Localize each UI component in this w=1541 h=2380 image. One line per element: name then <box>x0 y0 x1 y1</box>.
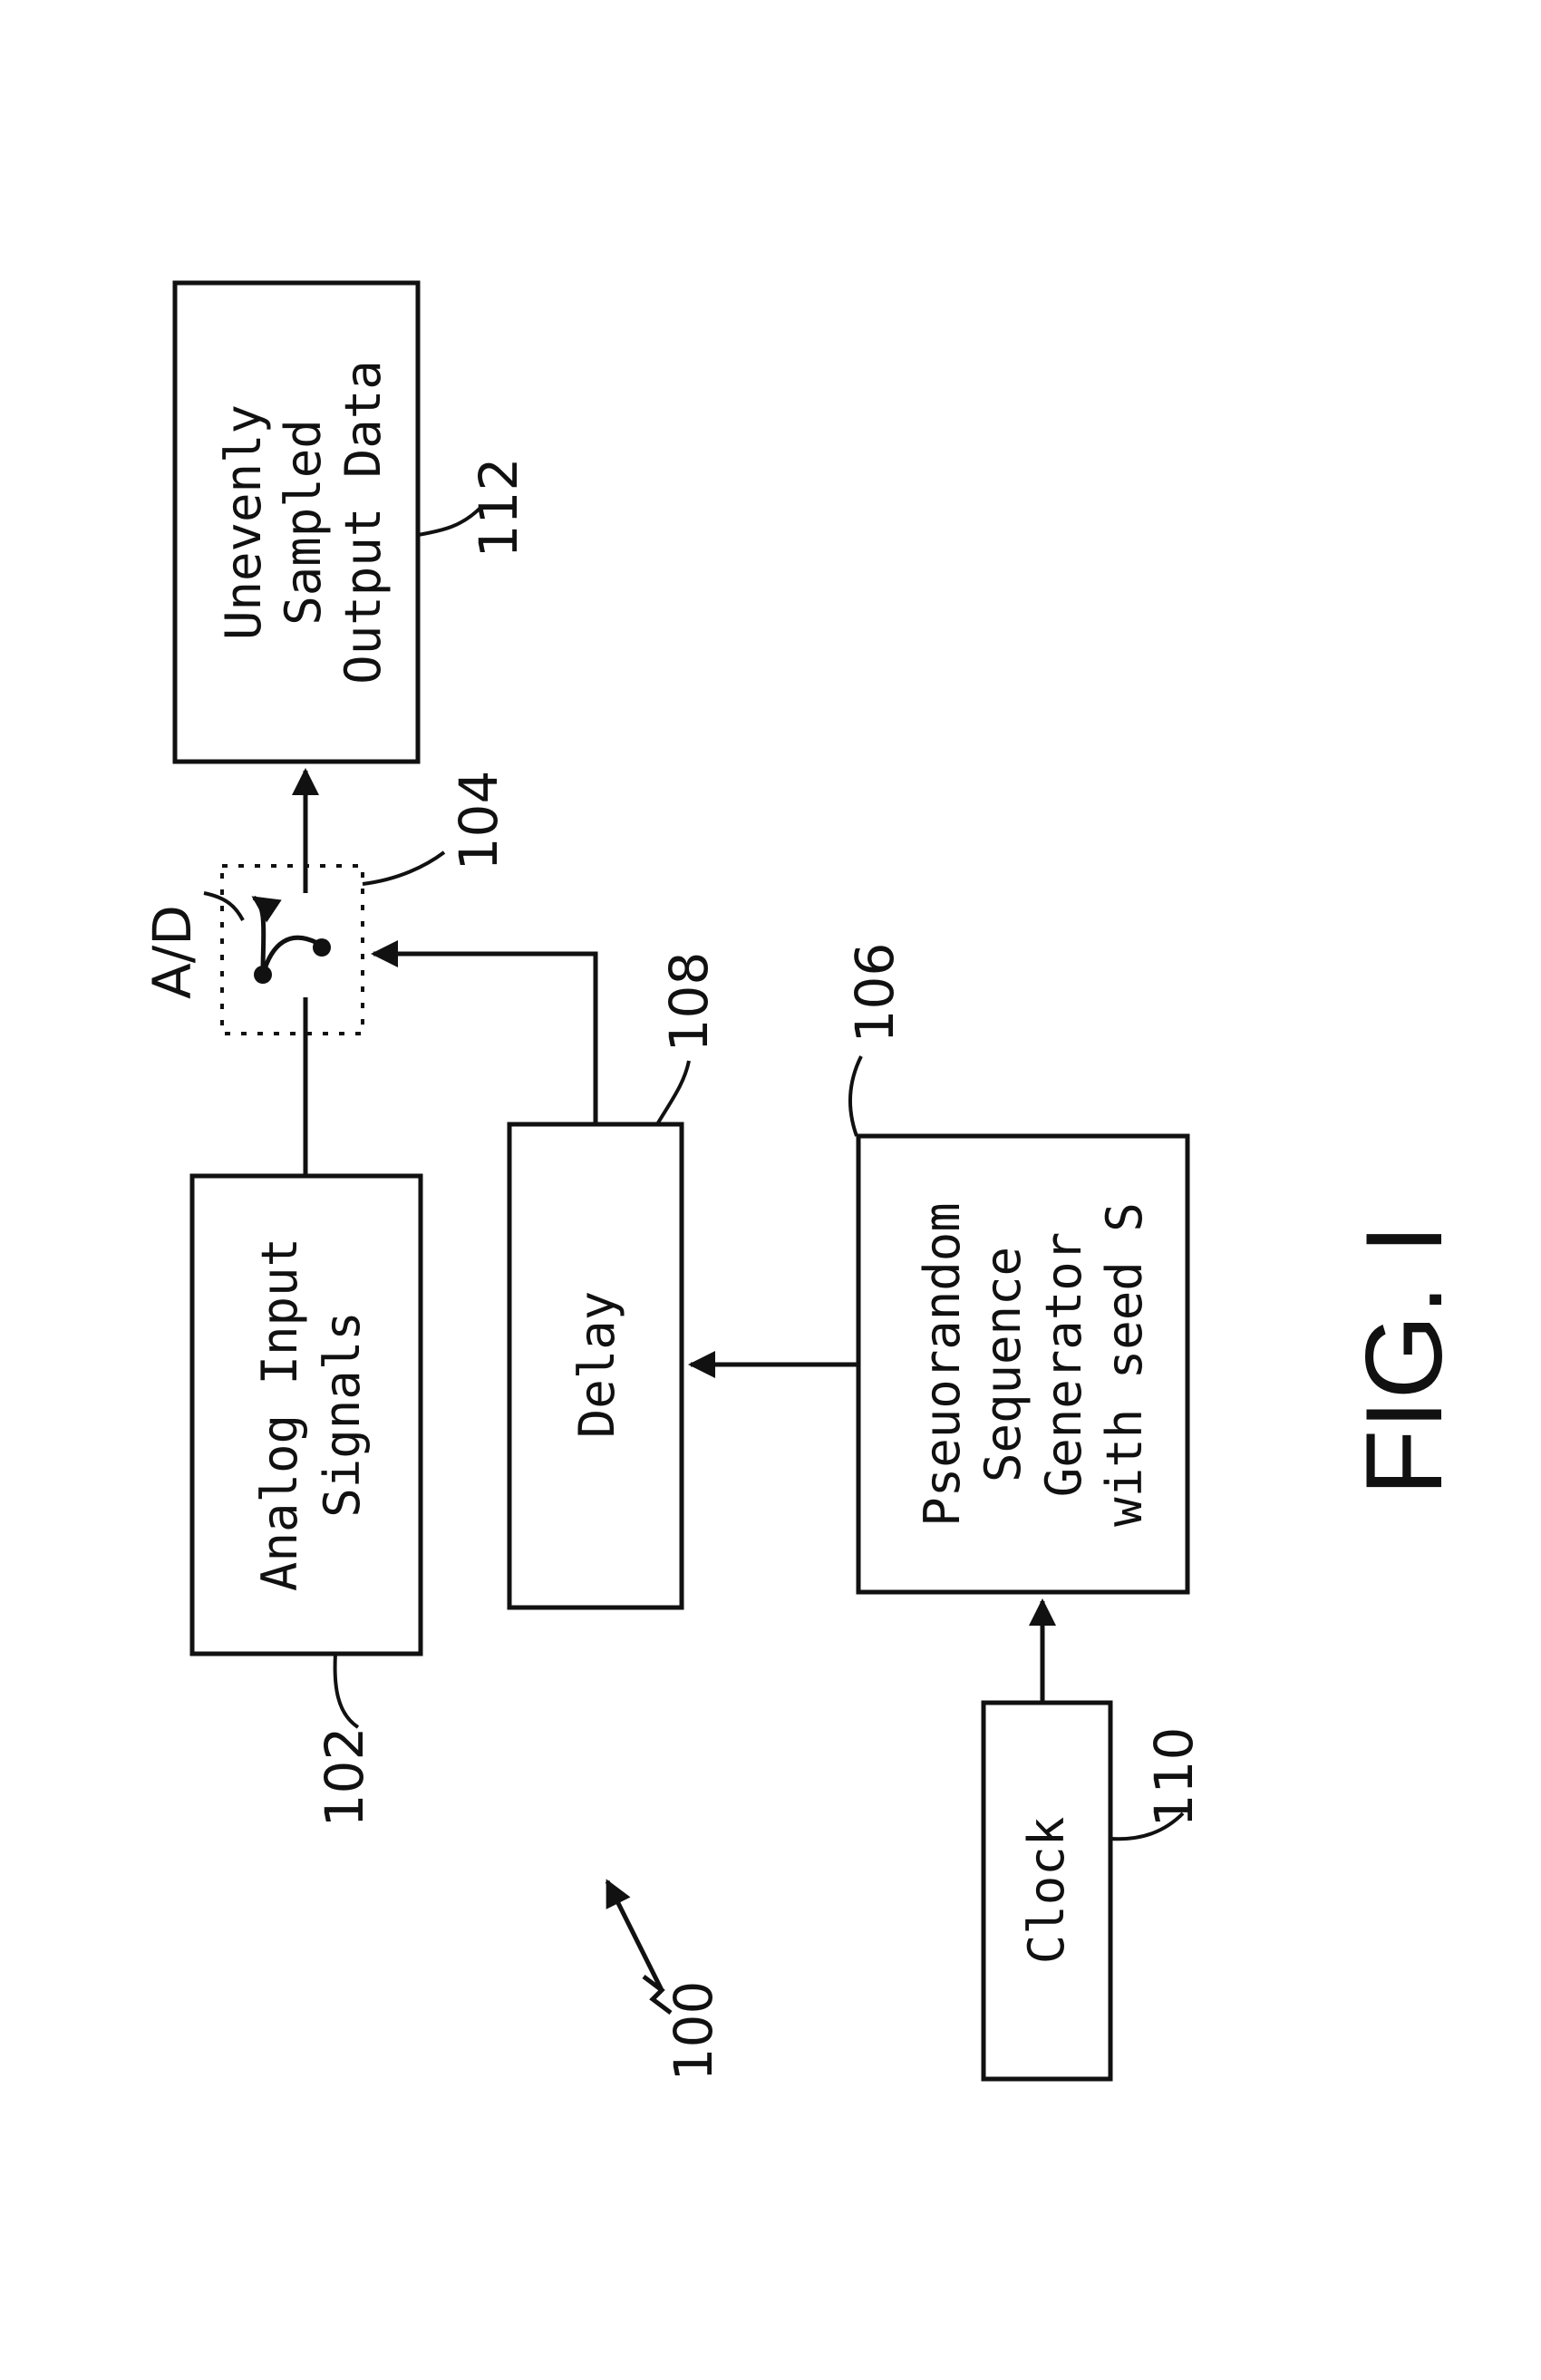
delay-to-switch-arrow <box>373 954 596 1124</box>
clock-block: Clock <box>984 1703 1110 2079</box>
analog-input-block: Analog Input Signals <box>192 1176 421 1654</box>
ad-label: A/D <box>141 905 203 999</box>
pseudorandom-label-line-2: Sequence <box>974 1247 1032 1482</box>
analog-input-ref-leader <box>335 1654 358 1727</box>
ad-switch-ref-leader <box>363 852 444 884</box>
system-ref-arrow <box>607 1881 671 2013</box>
clock-label: Clock <box>1018 1817 1075 1965</box>
clock-ref: 110 <box>1143 1727 1205 1828</box>
pseudorandom-label-line-3: Generator <box>1035 1232 1092 1498</box>
output-data-ref: 112 <box>468 458 529 559</box>
delay-block: Delay <box>509 1124 682 1608</box>
delay-label: Delay <box>568 1291 625 1439</box>
delay-ref-leader <box>657 1061 689 1124</box>
output-data-block: Unevenly Sampled Output Data <box>175 283 418 762</box>
system-ref: 100 <box>663 1981 724 2082</box>
output-data-label-line-3: Output Data <box>334 360 392 685</box>
analog-input-ref: 102 <box>314 1727 375 1828</box>
delay-ref: 108 <box>658 952 720 1053</box>
figure-label: FIG. I <box>1343 1224 1465 1496</box>
ad-switch-ref: 104 <box>448 771 509 871</box>
pseudorandom-ref-leader <box>850 1056 861 1136</box>
pseudorandom-ref: 106 <box>844 943 906 1044</box>
pseudorandom-label-line-4: with seed S <box>1096 1202 1153 1527</box>
pseudorandom-generator-block: Pseuorandom Sequence Generator with seed… <box>858 1136 1187 1592</box>
ad-switch <box>222 866 363 1034</box>
pseudorandom-label-line-1: Pseuorandom <box>914 1202 971 1527</box>
analog-input-label-line-2: Signals <box>314 1311 371 1518</box>
output-data-label-line-1: Unevenly <box>215 404 272 640</box>
analog-input-label-line-1: Analog Input <box>251 1238 308 1591</box>
output-data-label-line-2: Sampled <box>275 419 332 626</box>
